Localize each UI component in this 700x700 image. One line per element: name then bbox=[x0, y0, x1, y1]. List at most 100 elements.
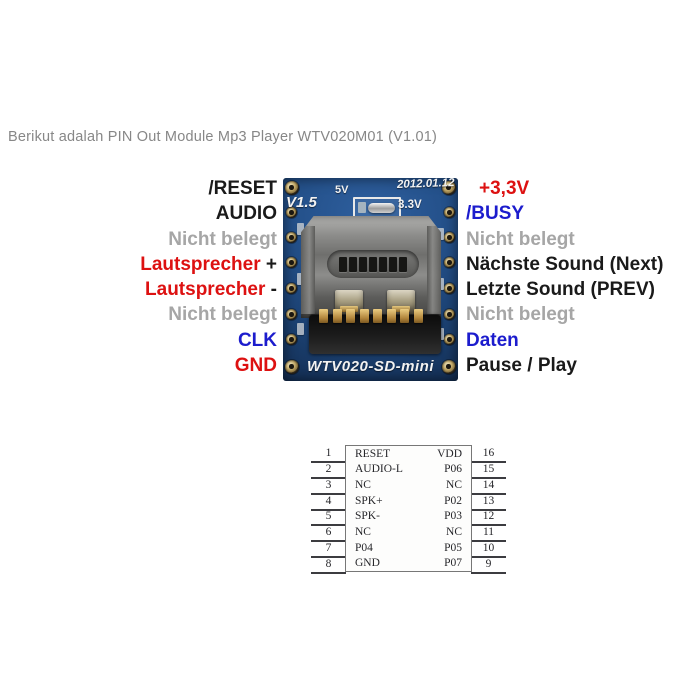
ic-pin-label-right: P07 bbox=[444, 557, 462, 570]
pin-label-speaker-minus: Lautsprecher - bbox=[145, 279, 277, 301]
pin-labels-right: +3,3V /BUSY Nicht belegt Nächste Sound (… bbox=[466, 176, 700, 378]
ic-pin-label-right: VDD bbox=[437, 447, 462, 460]
pin-label-reset: /RESET bbox=[208, 178, 277, 199]
sd-window-slat bbox=[389, 256, 397, 272]
pin-label-prev: Letzte Sound (PREV) bbox=[466, 279, 655, 301]
pin-label-pause-play: Pause / Play bbox=[466, 355, 577, 377]
connector-pins bbox=[319, 309, 423, 323]
ic-pin-label-left: AUDIO-L bbox=[355, 463, 403, 476]
through-hole-pad bbox=[286, 309, 297, 320]
smd-pad bbox=[297, 273, 304, 285]
pin-number: 13 bbox=[482, 495, 495, 507]
smd-pad bbox=[297, 223, 304, 235]
pin-number: 15 bbox=[482, 463, 495, 475]
ic-pin-label-left: NC bbox=[355, 525, 371, 538]
ic-pin-stub-6: 6 bbox=[311, 525, 346, 542]
ic-pin-stub-2: 2 bbox=[311, 462, 346, 479]
ic-pin-stub-12: 12 bbox=[471, 509, 506, 526]
pin-number: 11 bbox=[482, 526, 495, 538]
pin-number: 7 bbox=[325, 542, 332, 554]
ic-pin-stub-4: 4 bbox=[311, 494, 346, 511]
ic-pin-stub-9: 9 bbox=[471, 557, 506, 574]
through-hole-pad bbox=[442, 181, 456, 195]
ic-pin-stub-13: 13 bbox=[471, 494, 506, 511]
ic-pin-row: P04 P05 bbox=[346, 540, 471, 556]
silkscreen-date: 2012.01.12 bbox=[397, 176, 456, 192]
connector-pin bbox=[413, 309, 423, 323]
sd-window-slat bbox=[359, 256, 367, 272]
jumper-pad bbox=[358, 202, 366, 213]
ic-pin-stub-14: 14 bbox=[471, 478, 506, 495]
through-hole-pad bbox=[286, 232, 297, 243]
pin-label-busy: /BUSY bbox=[466, 203, 525, 225]
ic-pin-label-right: NC bbox=[446, 525, 462, 538]
through-hole-pad bbox=[286, 257, 297, 268]
silkscreen-3v3: 3.3V bbox=[398, 199, 422, 211]
sd-window-slat bbox=[349, 256, 357, 272]
sd-window-slat bbox=[379, 256, 387, 272]
ic-pin-row: SPK+ P02 bbox=[346, 493, 471, 509]
pin-label-nc-left-1: Nicht belegt bbox=[168, 228, 277, 250]
ic-pin-stub-8: 8 bbox=[311, 557, 346, 574]
ic-pin-label-left: P04 bbox=[355, 541, 373, 554]
sd-slot-flange bbox=[301, 226, 315, 314]
ic-pin-stub-15: 15 bbox=[471, 462, 506, 479]
ic-pin-label-right: P06 bbox=[444, 463, 462, 476]
ic-pin-stub-11: 11 bbox=[471, 525, 506, 542]
connector-pin bbox=[386, 309, 396, 323]
ic-pin-label-right: NC bbox=[446, 479, 462, 492]
pin-number: 8 bbox=[325, 558, 332, 570]
pin-number: 5 bbox=[325, 510, 332, 522]
pin-label-gnd: GND bbox=[234, 355, 277, 377]
ic-pin-label-right: P05 bbox=[444, 541, 462, 554]
pin-label-nc-right-1: Nicht belegt bbox=[466, 228, 575, 250]
pin-number: 4 bbox=[325, 495, 332, 507]
pin-number: 6 bbox=[325, 526, 332, 538]
ic-pin-row: GND P07 bbox=[346, 555, 471, 571]
pin-label-clk: CLK bbox=[237, 329, 277, 351]
pin-labels-left: /RESET AUDIO Nicht belegt Lautsprecher +… bbox=[0, 176, 277, 378]
ic-pin-label-left: GND bbox=[355, 557, 380, 570]
ic-pin-row: SPK- P03 bbox=[346, 509, 471, 525]
through-hole-pad bbox=[444, 334, 455, 345]
through-hole-pad bbox=[444, 309, 455, 320]
sd-window-slat bbox=[369, 256, 377, 272]
ic-body: RESET VDD AUDIO-L P06 NC NC SPK+ P02 SPK- P03… bbox=[345, 445, 472, 572]
ic-pin-stub-10: 10 bbox=[471, 541, 506, 558]
ic-pin-row: RESET VDD bbox=[346, 446, 471, 462]
ic-pin-stub-5: 5 bbox=[311, 509, 346, 526]
ic-pin-stub-16: 16 bbox=[471, 446, 506, 463]
ic-pin-label-right: P03 bbox=[444, 510, 462, 523]
connector-pin bbox=[373, 309, 383, 323]
pin-number: 2 bbox=[325, 463, 332, 475]
pin-label-next: Nächste Sound (Next) bbox=[466, 253, 664, 275]
ic-pin-label-left: NC bbox=[355, 479, 371, 492]
through-hole-pad bbox=[444, 232, 455, 243]
connector-pin bbox=[332, 309, 342, 323]
pin-label-data: Daten bbox=[466, 329, 519, 351]
ic-pin-label-left: RESET bbox=[355, 447, 391, 460]
through-hole-pad bbox=[444, 283, 455, 294]
through-hole-pad bbox=[286, 334, 297, 345]
ic-pin-row: AUDIO-L P06 bbox=[346, 462, 471, 478]
silkscreen-5v: 5V bbox=[335, 184, 349, 196]
through-hole-pad bbox=[286, 207, 297, 218]
silkscreen-version: V1.5 bbox=[286, 194, 317, 211]
connector-pin bbox=[346, 309, 356, 323]
through-hole-pad bbox=[285, 181, 299, 195]
pin-label-nc-right-2: Nicht belegt bbox=[466, 304, 575, 326]
ic-pin-label-left: SPK+ bbox=[355, 494, 383, 507]
connector-pin bbox=[319, 309, 328, 323]
ic-pin-stub-7: 7 bbox=[311, 541, 346, 558]
pin-label-audio: AUDIO bbox=[215, 203, 277, 225]
silkscreen-board-name: WTV020-SD-mini bbox=[306, 358, 434, 375]
pcb-module-photo: V1.5 5V 3.3V 2012.01.12 bbox=[283, 176, 458, 381]
jumper-cap bbox=[368, 203, 395, 213]
pin-number: 1 bbox=[325, 447, 332, 459]
ic-pin-label-right: P02 bbox=[444, 494, 462, 507]
ic-pin-stub-1: 1 bbox=[311, 446, 346, 463]
ic-pin-label-left: SPK- bbox=[355, 510, 380, 523]
ic-pin-row: NC NC bbox=[346, 524, 471, 540]
through-hole-pad bbox=[442, 360, 456, 374]
